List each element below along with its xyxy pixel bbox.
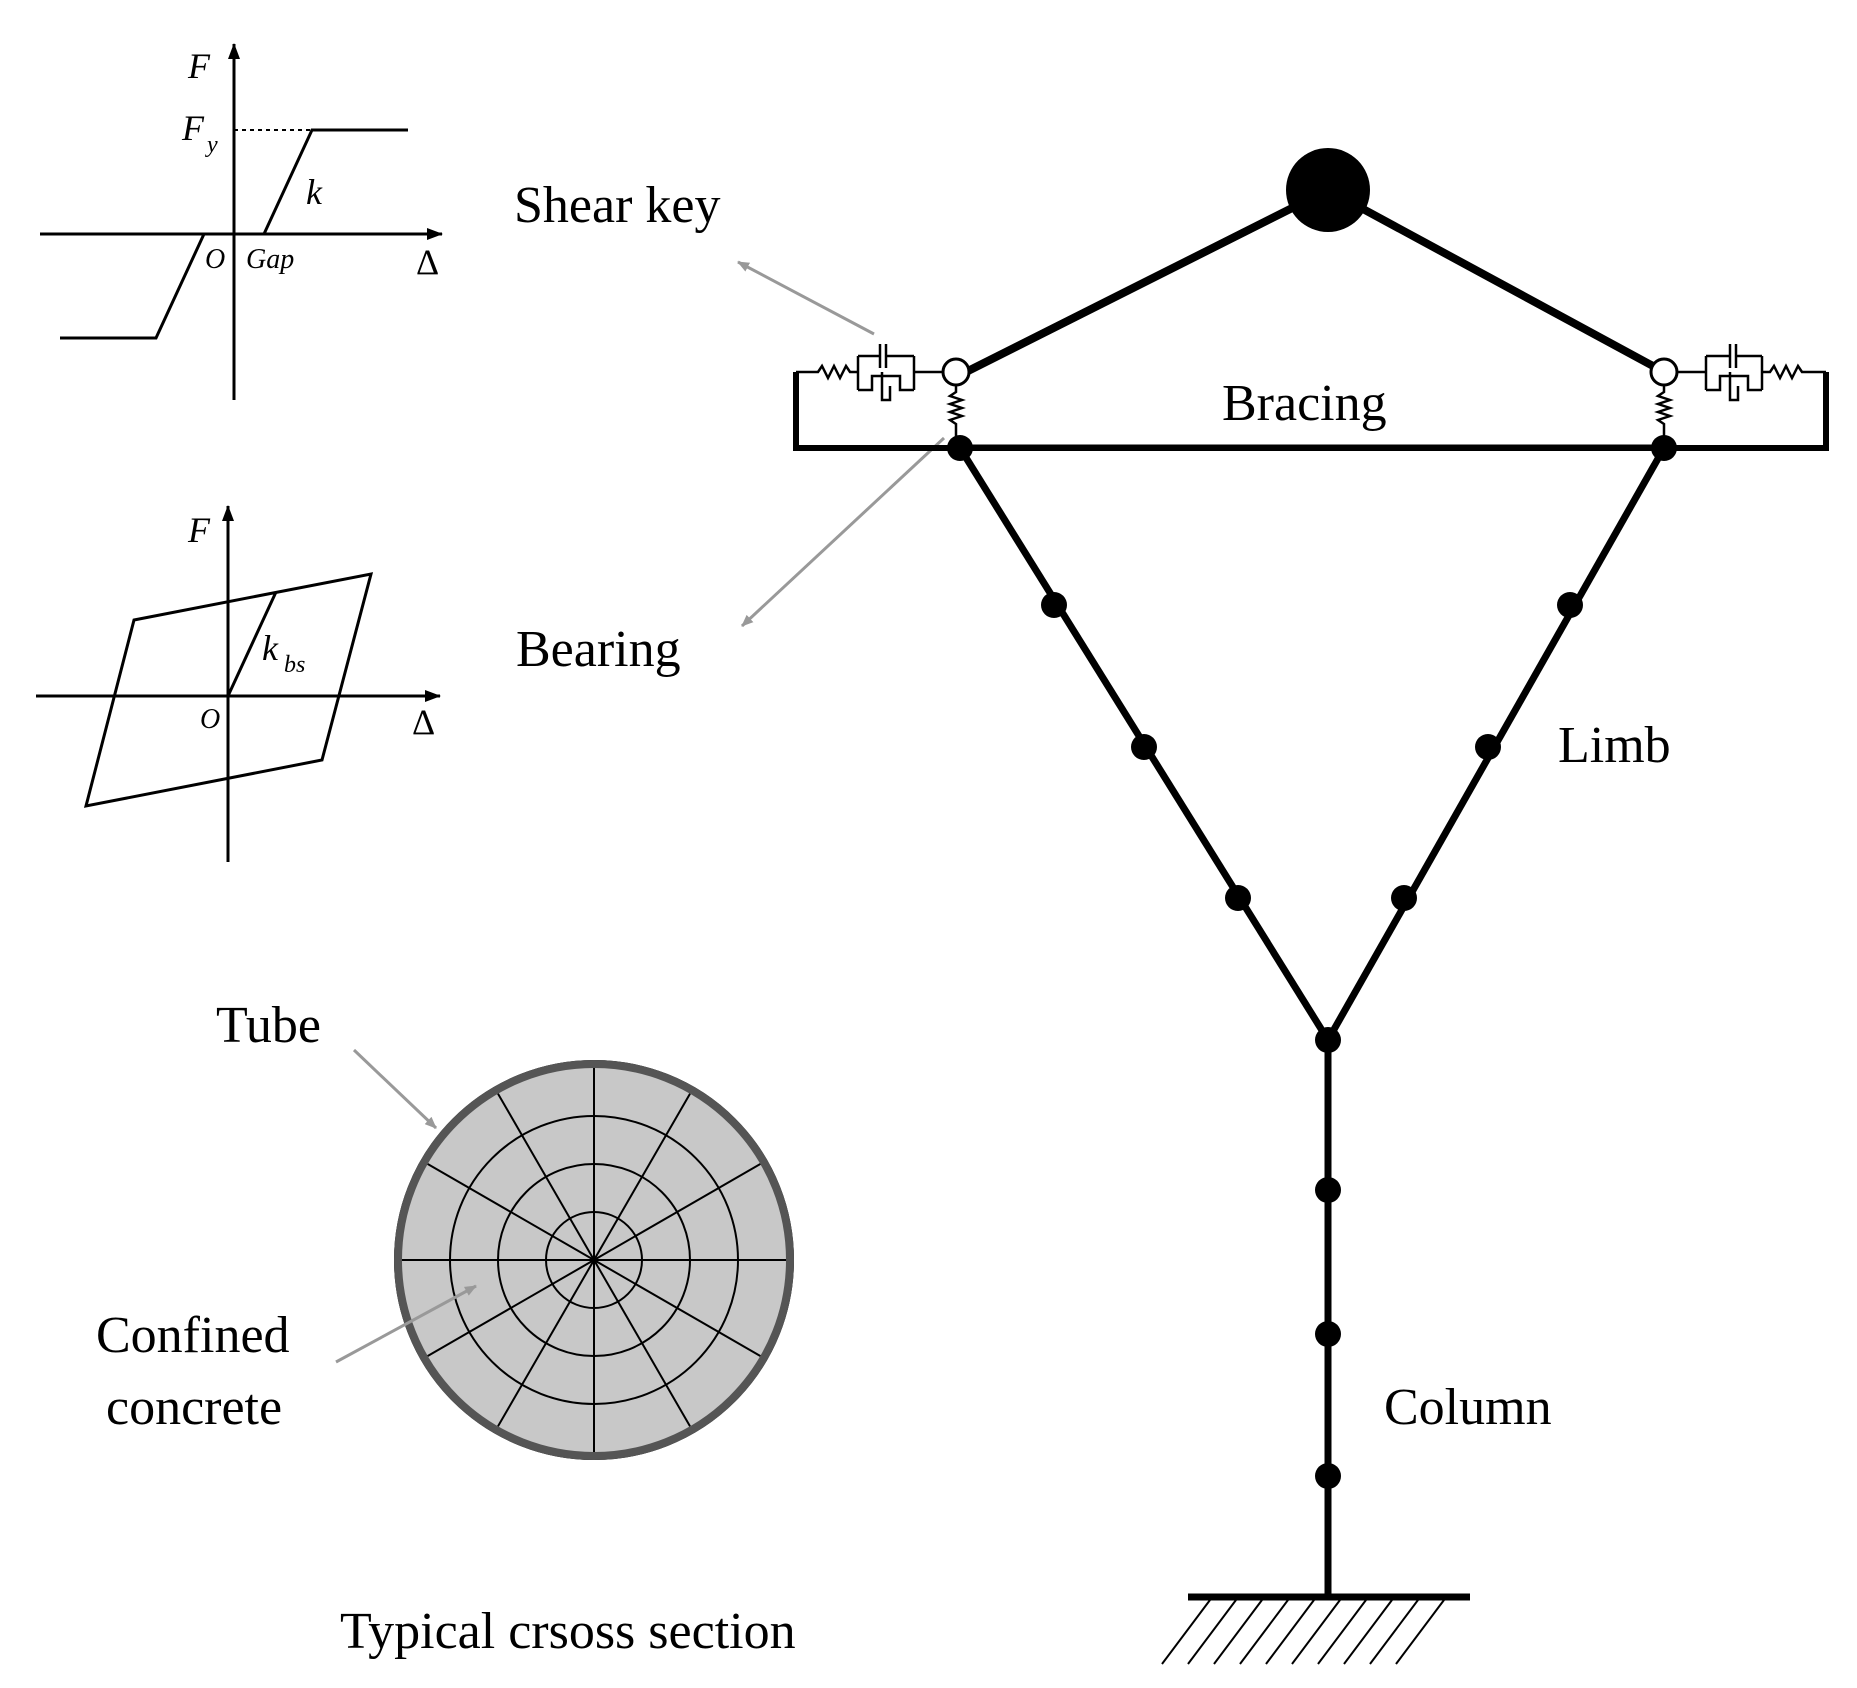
element-node <box>1315 1463 1341 1489</box>
element-node <box>1315 1321 1341 1347</box>
cross-section-caption: Typical crsoss section <box>340 1603 796 1660</box>
element-node <box>1475 734 1501 760</box>
element-node <box>1557 592 1583 618</box>
fiber-radial-line <box>593 1163 761 1261</box>
tube-pointer-arrow <box>352 1048 438 1130</box>
fiber-radial-line <box>497 1259 595 1427</box>
fiber-radial-line <box>497 1093 595 1261</box>
bearing-plot-kbs-label: k <box>262 628 279 668</box>
column-label: Column <box>1384 1379 1552 1436</box>
hinge-left <box>941 357 971 387</box>
fiber-radial-lines <box>402 1068 786 1452</box>
hatch-line <box>1369 1599 1419 1665</box>
concrete-pointer-arrow <box>335 1284 477 1364</box>
element-node <box>947 435 973 461</box>
gap-plot-origin-label: O <box>205 244 225 275</box>
hatch-line <box>1265 1599 1315 1665</box>
bracing-label: Bracing <box>1222 375 1387 432</box>
bearing-plot-hysteresis-loop <box>83 572 374 808</box>
bearing-plot: F k bs O Δ <box>36 505 441 862</box>
gap-plot-curve-positive <box>262 128 408 235</box>
shear-key-label: Shear key <box>514 177 720 234</box>
shear-key-pointer-arrow <box>737 260 875 336</box>
bearing-plot-x-label: Δ <box>412 702 435 742</box>
bearing-plot-origin-label: O <box>200 704 220 735</box>
element-node <box>1391 885 1417 911</box>
confined-concrete-label-line2: concrete <box>106 1379 282 1436</box>
gap-plot-k-label: k <box>306 172 323 212</box>
fiber-radial-line <box>427 1259 595 1357</box>
fiber-radial-line <box>593 1259 691 1427</box>
bridge-frame-model <box>793 148 1829 1665</box>
hatch-line <box>1239 1599 1289 1665</box>
gap-plot-x-label: Δ <box>416 242 439 282</box>
cross-section <box>394 1060 794 1460</box>
bearing-label: Bearing <box>516 621 681 678</box>
hatch-line <box>1161 1599 1211 1665</box>
gap-plot-fy-subscript: y <box>205 132 218 158</box>
bearing-spring-right <box>1654 386 1674 444</box>
limb-label: Limb <box>1558 717 1671 774</box>
fiber-radial-line <box>593 1259 761 1357</box>
hatch-line <box>1395 1599 1445 1665</box>
hatch-line <box>1187 1599 1237 1665</box>
hatch-line <box>1343 1599 1393 1665</box>
element-node <box>1651 435 1677 461</box>
hatch-line <box>1213 1599 1263 1665</box>
element-node <box>1315 1177 1341 1203</box>
tube-ring <box>394 1060 794 1460</box>
deck-frame <box>793 372 1829 451</box>
fixed-support-hatch <box>1161 1599 1445 1665</box>
bearing-pointer-arrow <box>740 436 946 628</box>
shear-key-left <box>796 344 944 402</box>
top-member-right <box>1326 186 1666 376</box>
element-node <box>1315 1027 1341 1053</box>
element-node <box>1041 592 1067 618</box>
shear-key-right <box>1676 344 1826 402</box>
fiber-radial-line <box>427 1163 595 1261</box>
tube-label: Tube <box>216 997 321 1054</box>
fiber-radial-line <box>593 1093 691 1261</box>
bearing-plot-kbs-line <box>226 591 278 697</box>
hinge-right <box>1649 357 1679 387</box>
confined-concrete-label-line1: Confined <box>96 1307 290 1364</box>
bearing-plot-kbs-subscript: bs <box>284 652 305 678</box>
gap-plot-y-label: F <box>187 46 211 86</box>
hatch-line <box>1317 1599 1367 1665</box>
element-node <box>1131 734 1157 760</box>
gap-plot-curve-negative <box>60 233 206 340</box>
gap-element-plot: F F y k O Gap Δ <box>40 43 443 400</box>
bearing-plot-y-label: F <box>187 510 211 550</box>
lumped-mass <box>1286 148 1370 232</box>
top-member-left <box>964 186 1330 376</box>
bearing-spring-left <box>946 386 966 444</box>
gap-plot-fy-label: F <box>181 108 205 148</box>
gap-plot-gap-label: Gap <box>246 244 294 275</box>
hatch-line <box>1291 1599 1341 1665</box>
element-nodes <box>947 435 1677 1489</box>
element-node <box>1225 885 1251 911</box>
